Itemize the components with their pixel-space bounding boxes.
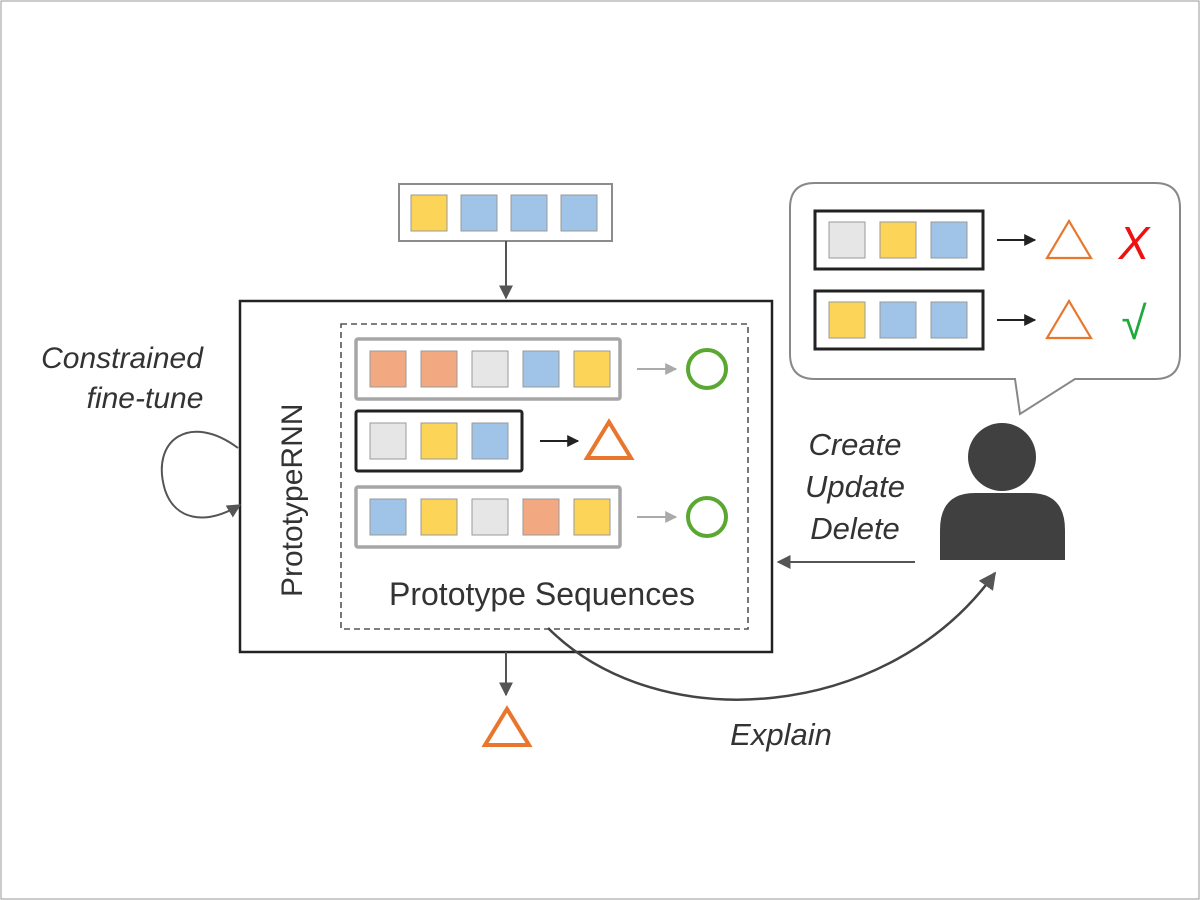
sequence-cell-yellow: [828, 301, 866, 339]
prototype-row: [354, 485, 728, 549]
output-triangle-icon: [481, 705, 533, 747]
input-cell: [410, 194, 448, 232]
prototype-rows: [354, 337, 728, 549]
circle-outcome-icon: [686, 348, 728, 390]
sequence-cell-blue: [471, 422, 509, 460]
explain-label: Explain: [730, 717, 832, 752]
check-mark-icon: √: [1121, 297, 1147, 349]
prototype-row: [354, 409, 635, 473]
sequence-cell-yellow: [420, 422, 458, 460]
sequence-cell-gray_cell: [471, 498, 509, 536]
feedback-row: X: [813, 209, 1152, 271]
input-cell: [560, 194, 598, 232]
prototype-region-label: Prototype Sequences: [389, 576, 695, 612]
sequence-cell-yellow: [879, 221, 917, 259]
loop-label-line1: Constrained: [41, 342, 204, 375]
sequence-cell-gray_cell: [369, 422, 407, 460]
sequence-cell-orange_cell: [420, 350, 458, 388]
sequence-cell-orange_cell: [369, 350, 407, 388]
loop-arrow-icon: [160, 430, 242, 519]
prototype-row: [354, 337, 728, 401]
input-cell: [510, 194, 548, 232]
triangle-outcome-icon: [583, 418, 635, 460]
input-cell: [460, 194, 498, 232]
sequence-cell-orange_cell: [522, 498, 560, 536]
feedback-row: √: [813, 289, 1147, 351]
user-icon: [940, 423, 1065, 560]
sequence-cell-yellow: [573, 498, 611, 536]
model-label: PrototypeRNN: [276, 404, 309, 597]
loop-label-line2: fine-tune: [87, 382, 204, 415]
triangle-outcome-icon: [1045, 298, 1093, 340]
action-create: Create: [808, 427, 901, 462]
sequence-cell-blue: [930, 221, 968, 259]
bubble-rows: X√: [813, 209, 1152, 351]
sequence-cell-gray_cell: [828, 221, 866, 259]
sequence-cell-yellow: [420, 498, 458, 536]
explain-arrow: [547, 571, 997, 701]
sequence-cell-blue: [522, 350, 560, 388]
input-sequence: [398, 183, 613, 242]
triangle-outcome-icon: [1045, 218, 1093, 260]
sequence-cell-blue: [930, 301, 968, 339]
action-delete: Delete: [810, 511, 900, 546]
circle-outcome-icon: [686, 496, 728, 538]
action-update: Update: [805, 469, 905, 504]
sequence-cell-gray_cell: [471, 350, 509, 388]
prototype-region: [340, 323, 749, 630]
sequence-cell-yellow: [573, 350, 611, 388]
sequence-cell-blue: [879, 301, 917, 339]
sequence-cell-blue: [369, 498, 407, 536]
wrong-mark-icon: X: [1118, 217, 1152, 269]
